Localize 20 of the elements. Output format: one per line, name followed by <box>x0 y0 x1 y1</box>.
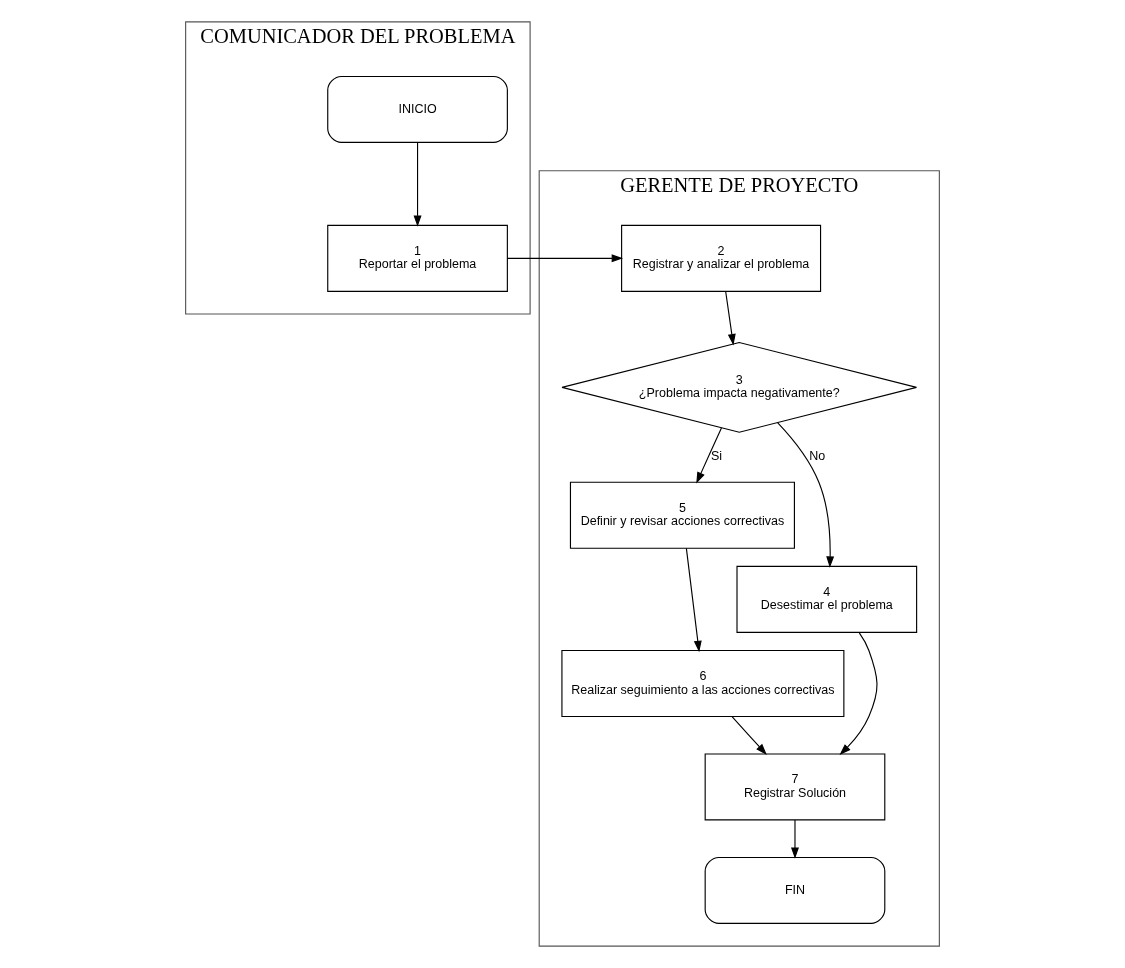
node-box: 2 Registrar y analizar el problema <box>621 224 822 292</box>
arrow <box>791 819 799 859</box>
arrow <box>506 254 624 263</box>
arrow <box>776 422 835 568</box>
arrow <box>685 547 702 653</box>
node-diamond: 3 ¿Problema impacta negativamente? <box>561 341 918 433</box>
arrow <box>839 632 878 755</box>
node-box: FIN <box>704 856 886 924</box>
arrow <box>725 290 736 346</box>
arrow <box>731 716 767 755</box>
arrow <box>413 142 422 227</box>
node-box: INICIO <box>327 75 508 143</box>
edge-label: Si <box>710 449 723 464</box>
node-box: 6 Realizar seguimiento a las acciones correctivas <box>561 649 845 718</box>
node-box: 4 Desestimar el problema <box>736 565 918 633</box>
arrow <box>696 427 723 484</box>
edge-label: No <box>809 449 826 464</box>
node-box: 5 Definir y revisar acciones correctivas <box>569 481 795 549</box>
node-box: 7 Registrar Solución <box>704 753 886 821</box>
node-box: 1 Reportar el problema <box>327 224 508 292</box>
